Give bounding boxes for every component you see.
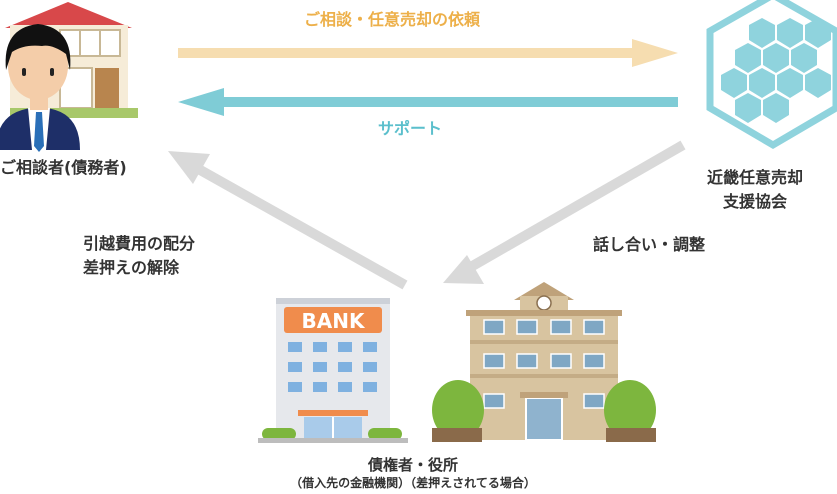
person-icon bbox=[0, 24, 80, 152]
creditors-to-client-arrow bbox=[168, 151, 408, 290]
left-note-line2: 差押えの解除 bbox=[83, 258, 180, 277]
association-label-line2: 支援協会 bbox=[722, 192, 787, 211]
request-label: ご相談・任意売却の依頼 bbox=[304, 10, 481, 29]
support-label: サポート bbox=[378, 119, 443, 138]
creditors-sublabel: （借入先の金融機関）（差押えされてる場合） bbox=[290, 476, 536, 490]
government-office-icon bbox=[432, 282, 656, 442]
bank-sign: BANK bbox=[302, 309, 366, 333]
right-note: 話し合い・調整 bbox=[593, 235, 706, 254]
association-label-line1: 近畿任意売却 bbox=[706, 168, 803, 187]
bank-building-icon: BANK bbox=[258, 298, 408, 443]
hexagon-logo-icon bbox=[706, 0, 837, 150]
request-arrow bbox=[178, 39, 678, 67]
support-arrow bbox=[178, 88, 678, 116]
left-note-line1: 引越費用の配分 bbox=[83, 234, 196, 253]
client-label: ご相談者(債務者) bbox=[0, 158, 127, 177]
association-to-creditors-arrow bbox=[443, 140, 686, 284]
association-label: 近畿任意売却 支援協会 bbox=[700, 166, 810, 214]
left-note: 引越費用の配分 差押えの解除 bbox=[83, 232, 195, 280]
creditors-label: 債権者・役所 bbox=[367, 456, 458, 474]
